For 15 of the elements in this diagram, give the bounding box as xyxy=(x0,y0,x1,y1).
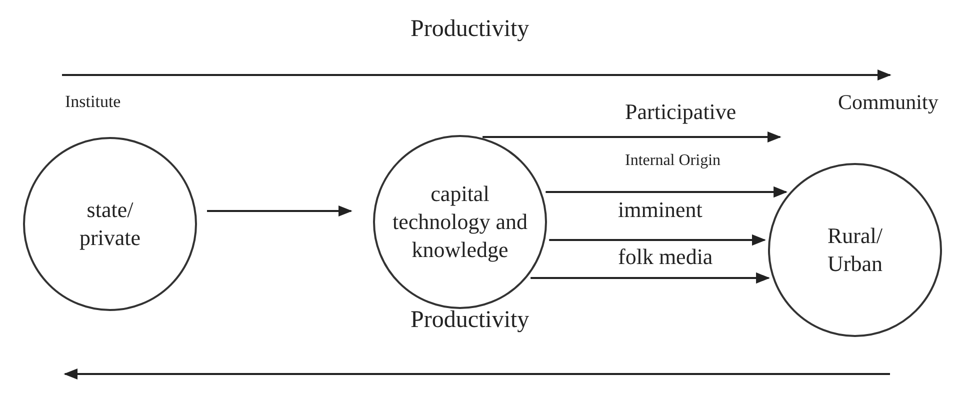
axis-label: Productivity xyxy=(410,307,530,334)
edge-label: imminent xyxy=(618,197,702,223)
node-label: Rural/ Urban xyxy=(826,222,884,278)
node-label: capital technology and knowledge xyxy=(391,180,529,264)
node-caption: Institute xyxy=(65,92,121,112)
node-label: state/ private xyxy=(78,196,142,252)
edge-label: Internal Origin xyxy=(625,152,721,170)
node-caption: Community xyxy=(838,90,938,115)
arrow xyxy=(482,131,782,143)
axis-label: Productivity xyxy=(410,16,530,43)
edge-label: folk media xyxy=(618,244,713,270)
arrow xyxy=(207,205,352,217)
edge-label: Participative xyxy=(625,99,736,125)
arrow xyxy=(549,234,766,246)
arrow xyxy=(546,186,788,198)
